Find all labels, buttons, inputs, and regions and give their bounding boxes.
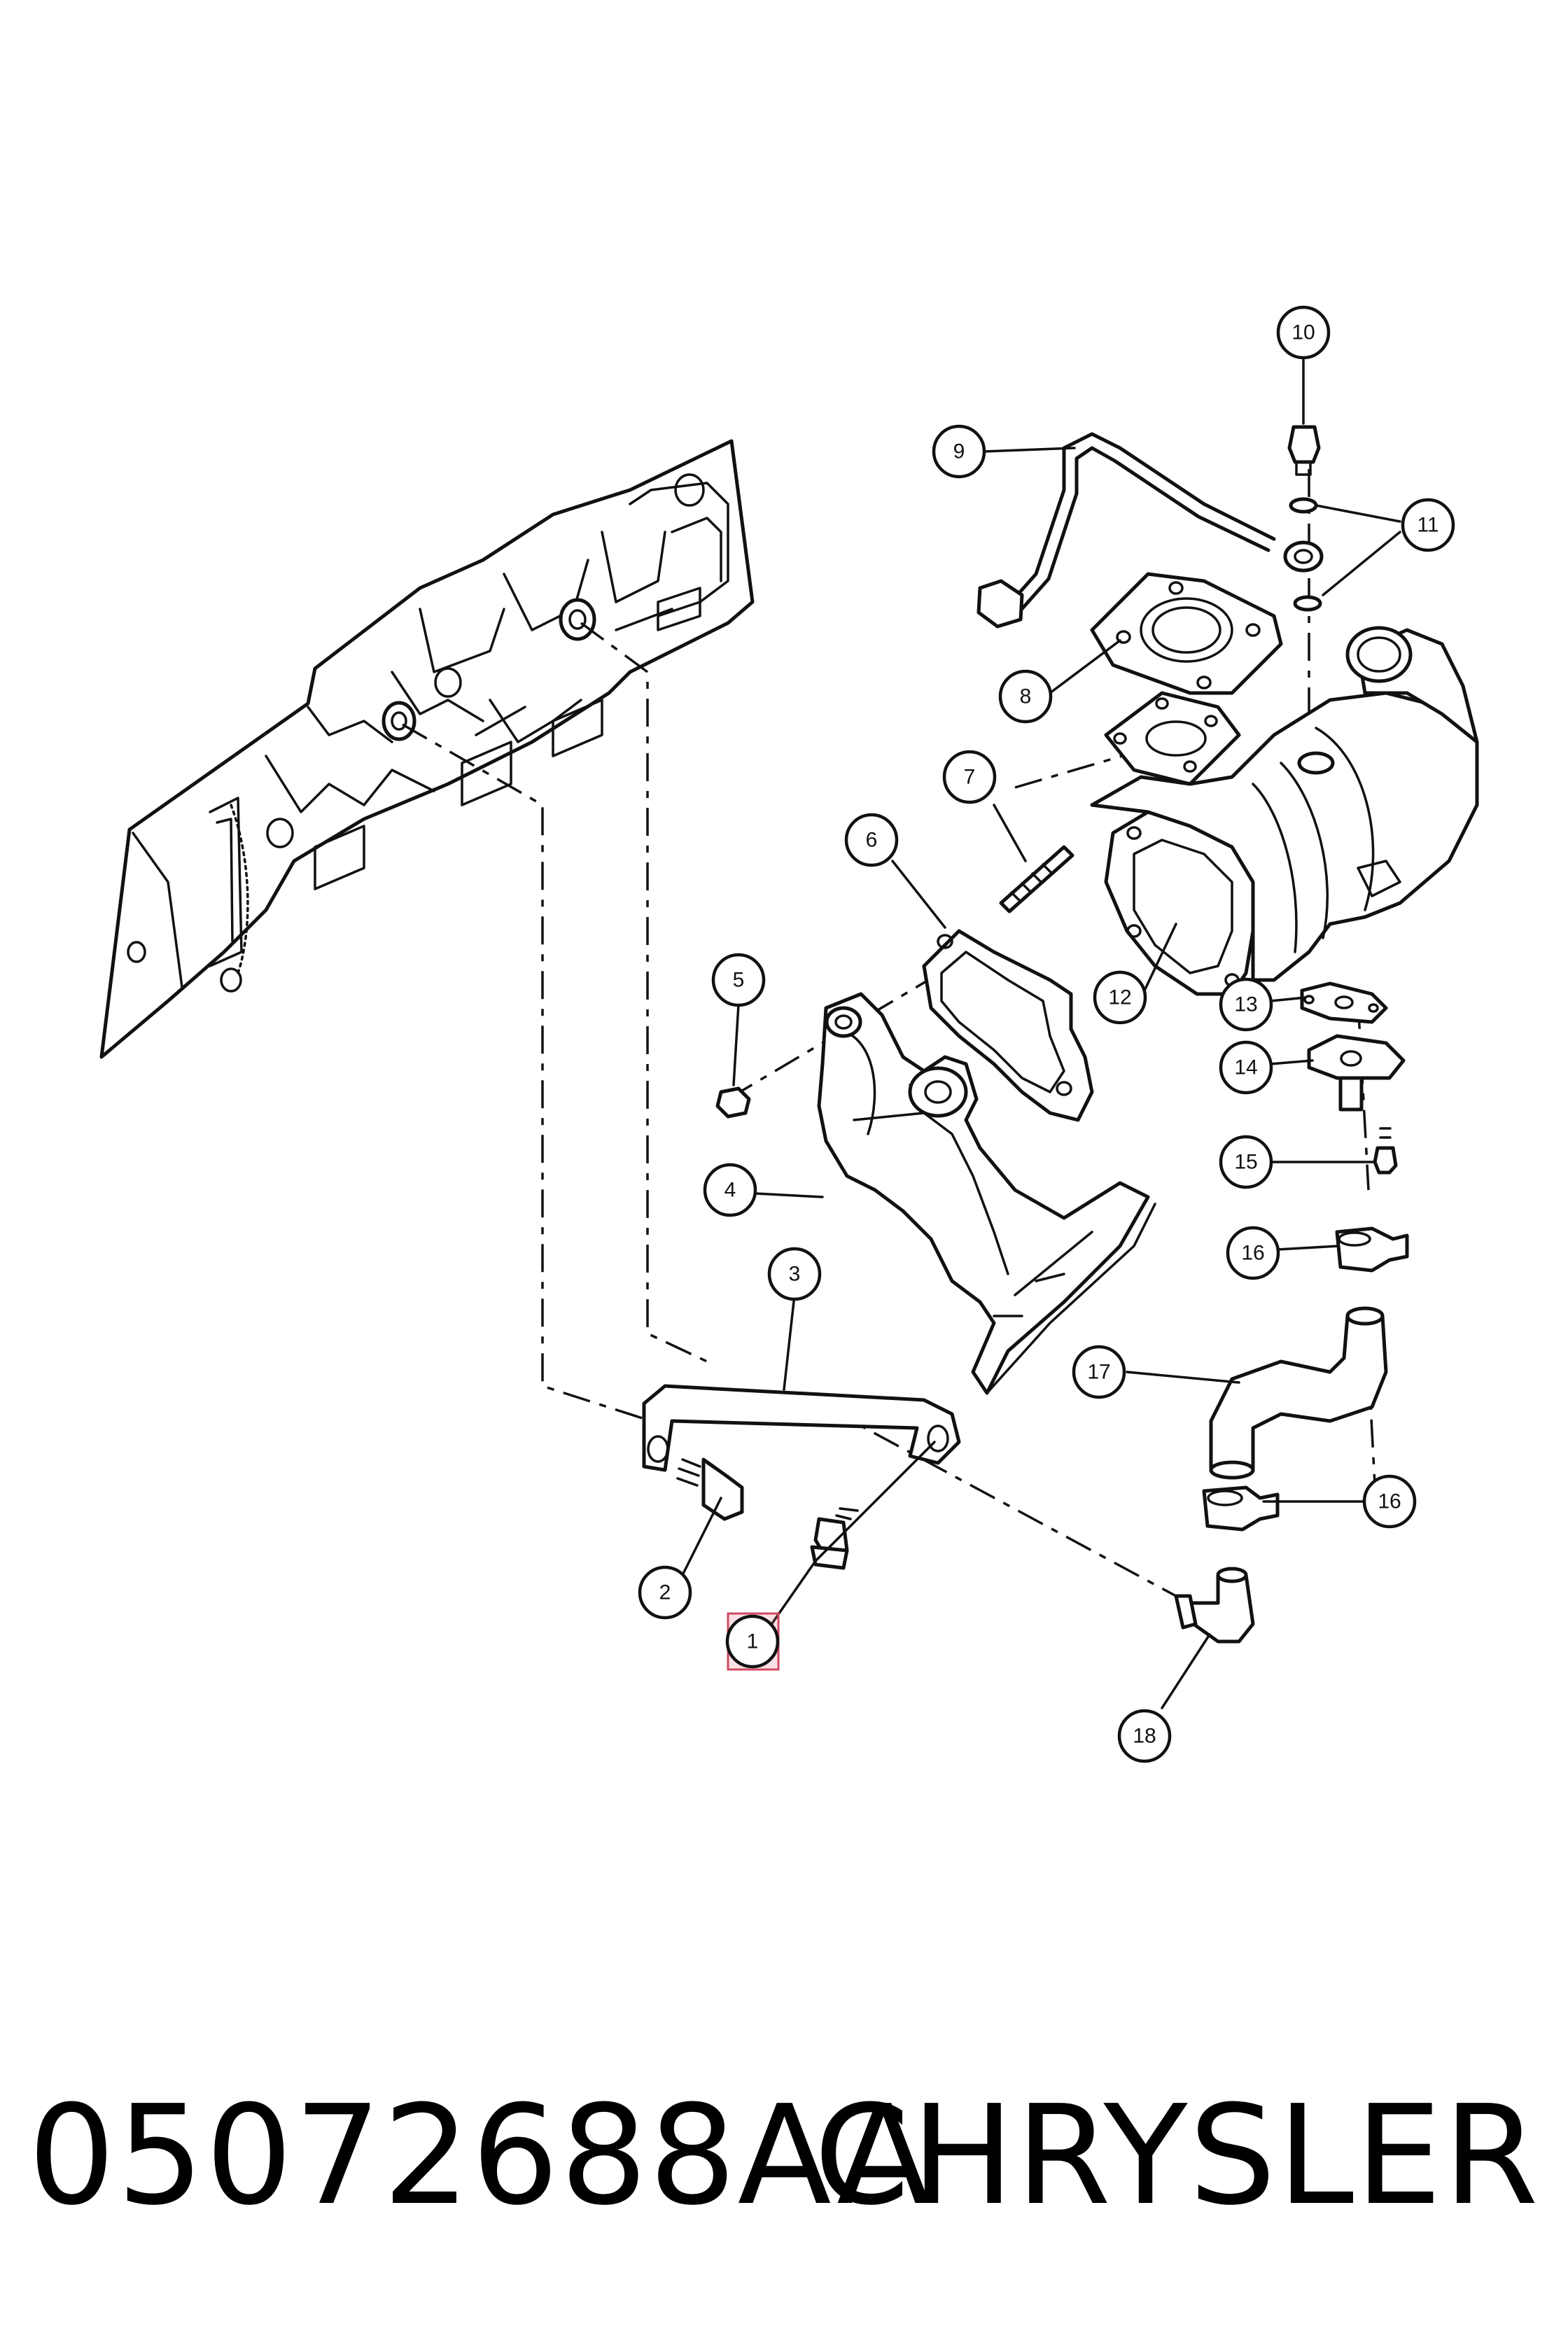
callout-10-label: 10 [1292,321,1315,344]
callout-18[interactable]: 18 [1117,1709,1172,1763]
exploded-parts-diagram: 1 2 3 4 5 6 7 8 9 10 11 12 [99,305,1479,1763]
part-6-gasket [922,929,1094,1122]
callout-10[interactable]: 10 [1276,305,1331,360]
callout-8-label: 8 [1020,685,1032,708]
callout-5[interactable]: 5 [711,953,766,1007]
callout-18-label: 18 [1133,1725,1156,1748]
part-number: 05072688AA [28,2076,932,2236]
callout-17[interactable]: 17 [1072,1345,1126,1399]
part-15-bolt [1373,1127,1398,1175]
brand-name: CHRYSLER [813,2076,1540,2236]
callout-6-label: 6 [866,829,878,852]
part-17-drain-hose [1209,1306,1388,1480]
callout-7-label: 7 [964,766,976,789]
engine-block-illustration [99,439,755,1059]
callout-12-label: 12 [1108,986,1131,1009]
callout-4-label: 4 [724,1179,736,1202]
part-10-bolt [1287,425,1321,476]
callout-4[interactable]: 4 [703,1163,757,1217]
callout-16-lower-label: 16 [1378,1490,1401,1513]
callout-15[interactable]: 15 [1219,1135,1273,1189]
callout-14[interactable]: 14 [1219,1040,1273,1095]
part-11-washers [1289,497,1322,612]
callout-16-upper[interactable]: 16 [1226,1226,1280,1280]
callout-16-lower[interactable]: 16 [1362,1474,1417,1529]
callout-13[interactable]: 13 [1219,977,1273,1032]
callout-11[interactable]: 11 [1401,498,1455,552]
part-8-gasket [1090,572,1283,695]
callout-6[interactable]: 6 [844,813,899,867]
callout-14-label: 14 [1234,1056,1257,1079]
part-4-exhaust-manifold [817,992,1156,1395]
callout-9-label: 9 [953,440,965,463]
part-5-nut [715,1086,751,1119]
part-16-clamp-upper [1335,1226,1409,1273]
callout-15-label: 15 [1234,1151,1257,1174]
part-13-gasket [1300,981,1388,1024]
part-9-oil-feed-line [976,432,1324,629]
callout-7[interactable]: 7 [942,750,997,804]
part-1-bolt [810,1507,859,1570]
callout-8[interactable]: 8 [998,669,1053,724]
part-18-elbow-fitting [1174,1567,1255,1644]
callout-2-label: 2 [659,1581,671,1604]
callout-13-label: 13 [1234,993,1257,1016]
part-16-clamp-lower [1202,1485,1280,1532]
part-2-bolt [676,1457,744,1521]
callout-11-label: 11 [1417,514,1438,537]
turbocharger-illustration [1090,626,1479,982]
caption-footer: 05072688AA CHRYSLER [0,2065,1568,2247]
part-14-drain-flange [1307,1034,1406,1112]
callout-16-upper-label: 16 [1241,1242,1264,1265]
part-7-stud [999,845,1074,913]
callout-9[interactable]: 9 [932,424,986,479]
callout-3[interactable]: 3 [767,1247,822,1301]
callout-2[interactable]: 2 [638,1565,692,1620]
callout-3-label: 3 [789,1263,801,1286]
callout-5-label: 5 [733,969,745,992]
callout-12[interactable]: 12 [1093,970,1147,1025]
callout-17-label: 17 [1087,1361,1110,1384]
callout-1-label: 1 [747,1630,759,1653]
callout-1[interactable]: 1 [725,1612,780,1671]
part-3-tube [642,1384,961,1472]
